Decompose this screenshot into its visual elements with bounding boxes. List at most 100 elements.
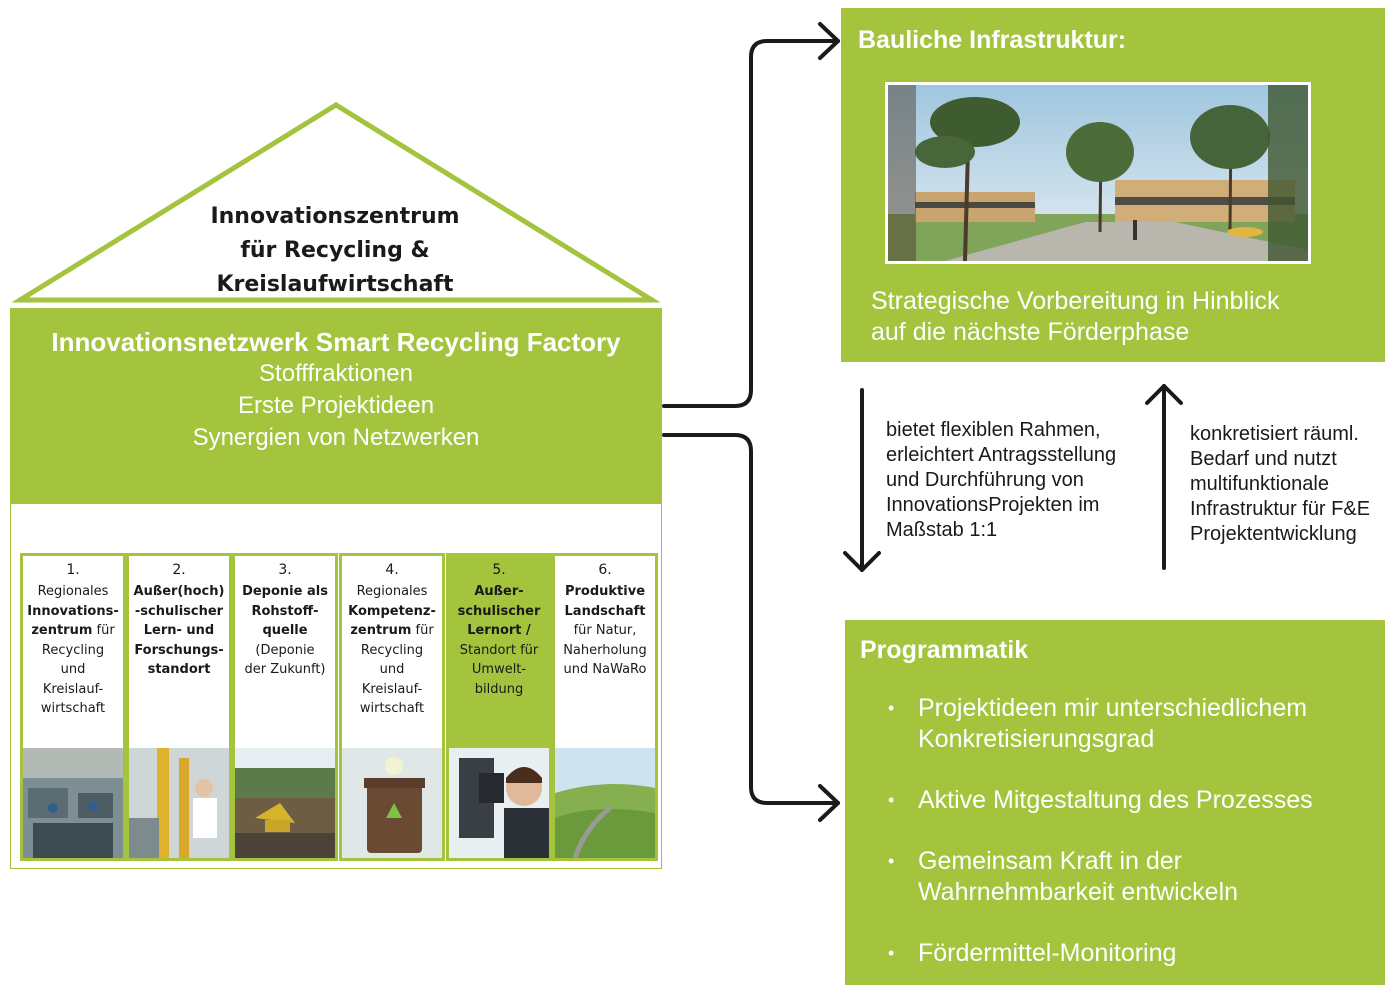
infrastructure-text-line: auf die nächste Förderphase xyxy=(871,318,1190,346)
pillar-text-line: zentrum für xyxy=(350,623,434,638)
pillar-text-line: Regionales xyxy=(37,584,109,599)
left-relation-line: erleichtert Antragsstellung xyxy=(886,444,1117,466)
pillar-text-line: -schulischer xyxy=(134,603,224,619)
left-relation-line: bietet flexiblen Rahmen, xyxy=(886,419,1101,441)
pillar-text-line: standort xyxy=(147,662,211,677)
pillar-text-line: und xyxy=(60,662,86,677)
pillar-text-line: Kreislauf- xyxy=(361,681,423,697)
roof-title: Innovationszentrum für Recycling & Kreis… xyxy=(150,200,520,302)
right-relation-text: konkretisiert räuml. Bedarf und nutzt mu… xyxy=(1190,422,1385,547)
pillar-text-line: der Zukunft) xyxy=(244,662,326,677)
pillar-text-line: Innovations- xyxy=(27,603,119,619)
programmatik-item: • Aktive Mitgestaltung des Prozesses xyxy=(882,785,1372,816)
programmatik-item-line: Projektideen mir unterschiedlichem xyxy=(918,694,1308,722)
left-relation-text: bietet flexiblen Rahmen, erleichtert Ant… xyxy=(886,418,1156,543)
pillar-text-line: und xyxy=(379,662,405,677)
infrastructure-text-line: Strategische Vorbereitung in Hinblick xyxy=(871,287,1280,315)
right-relation-line: Infrastruktur für F&E xyxy=(1190,498,1371,520)
pillar-text-line: Rohstoff- xyxy=(251,603,319,619)
left-relation-line: InnovationsProjekten im xyxy=(886,494,1100,516)
programmatik-item-line: Konkretisierungsgrad xyxy=(918,725,1155,753)
pillar-number: 2. xyxy=(172,562,186,578)
down-arrow-head xyxy=(843,551,881,572)
landfill-excavator-photo xyxy=(235,748,335,858)
pillar-number: 1. xyxy=(66,562,80,578)
building-rendering-image xyxy=(885,82,1311,264)
roof-title-line: Innovationszentrum xyxy=(210,204,460,229)
arrow-to-programmatik-head xyxy=(818,784,840,822)
programmatik-item-line: Gemeinsam Kraft in der xyxy=(918,847,1182,875)
pillar-text-line: Kreislauf- xyxy=(42,681,104,697)
network-title: Innovationsnetzwerk Smart Recycling Fact… xyxy=(51,327,621,357)
pillar-text-line: Außer- xyxy=(474,584,524,599)
student-microscope-photo xyxy=(449,748,549,858)
network-box xyxy=(10,308,662,504)
programmatik-item-line: Aktive Mitgestaltung des Prozesses xyxy=(918,786,1313,814)
lab-researcher-photo xyxy=(129,748,229,858)
pillar-text-line: Recycling xyxy=(41,642,105,658)
programmatik-title: Programmatik xyxy=(860,636,1029,664)
pillar-number: 6. xyxy=(598,562,612,578)
pillar-text-line: Recycling xyxy=(360,642,424,658)
pillar-text-line: Kompetenz- xyxy=(348,603,436,619)
pillar-number: 3. xyxy=(278,562,292,578)
programmatik-item: •Fördermittel-Monitoring xyxy=(882,938,1372,969)
left-relation-line: Maßstab 1:1 xyxy=(886,519,998,541)
infrastructure-text: Strategische Vorbereitung in Hinblick au… xyxy=(871,286,1371,348)
pillar-number: 4. xyxy=(385,562,399,578)
up-arrow-head xyxy=(1145,384,1183,405)
bullet-icon: • xyxy=(888,943,895,963)
infrastructure-title: Bauliche Infrastruktur: xyxy=(858,26,1127,54)
factory-workers-photo xyxy=(23,748,123,858)
pillar-text-line: wirtschaft xyxy=(359,701,425,716)
pillar-text-line: Standort für xyxy=(459,642,539,658)
pillar-number: 5. xyxy=(492,562,506,578)
pillar-text-line: quelle xyxy=(262,623,308,638)
pillar-text-line: bildung xyxy=(474,681,524,697)
network-line: Synergien von Netzwerken xyxy=(192,424,480,451)
network-line: Erste Projektideen xyxy=(237,392,435,419)
arrow-to-infrastructure-head xyxy=(818,22,840,60)
programmatik-panel xyxy=(845,620,1385,985)
pillar-text-line: Lern- und xyxy=(143,623,215,638)
left-relation-line: und Durchführung von xyxy=(886,469,1084,491)
network-line: Stofffraktionen xyxy=(259,360,413,387)
right-relation-line: konkretisiert räuml. xyxy=(1190,423,1359,445)
roof-title-line: für Recycling & xyxy=(240,238,430,263)
pillar-text-line: Deponie als xyxy=(242,584,328,599)
bullet-icon: • xyxy=(888,790,895,810)
pillar-text-line: und NaWaRo xyxy=(563,662,647,677)
arrow-to-infrastructure xyxy=(662,39,840,408)
pillar-text-line: Außer(hoch) xyxy=(133,584,225,599)
pillar-text-line: (Deponie xyxy=(255,642,315,658)
bullet-icon: • xyxy=(888,698,895,718)
right-relation-line: Bedarf und nutzt xyxy=(1190,448,1337,470)
recycling-bin-photo xyxy=(342,748,442,858)
pillar-text-line: Landschaft xyxy=(564,603,646,619)
pillar-text-line: für Natur, xyxy=(573,623,637,638)
pillar-text-line: Umwelt- xyxy=(471,662,527,677)
pillar-text-line: Produktive xyxy=(564,584,646,599)
roof-title-line: Kreislaufwirtschaft xyxy=(216,272,454,297)
programmatik-item-line: Wahrnehmbarkeit entwickeln xyxy=(918,878,1239,906)
arrow-to-programmatik xyxy=(662,433,840,805)
pillar-text-line: wirtschaft xyxy=(40,701,106,716)
pillar-text-line: Naherholung xyxy=(563,642,647,658)
pillar-text-line: Forschungs- xyxy=(134,642,224,658)
right-relation-line: Projektentwicklung xyxy=(1190,523,1357,545)
bullet-icon: • xyxy=(888,851,895,871)
